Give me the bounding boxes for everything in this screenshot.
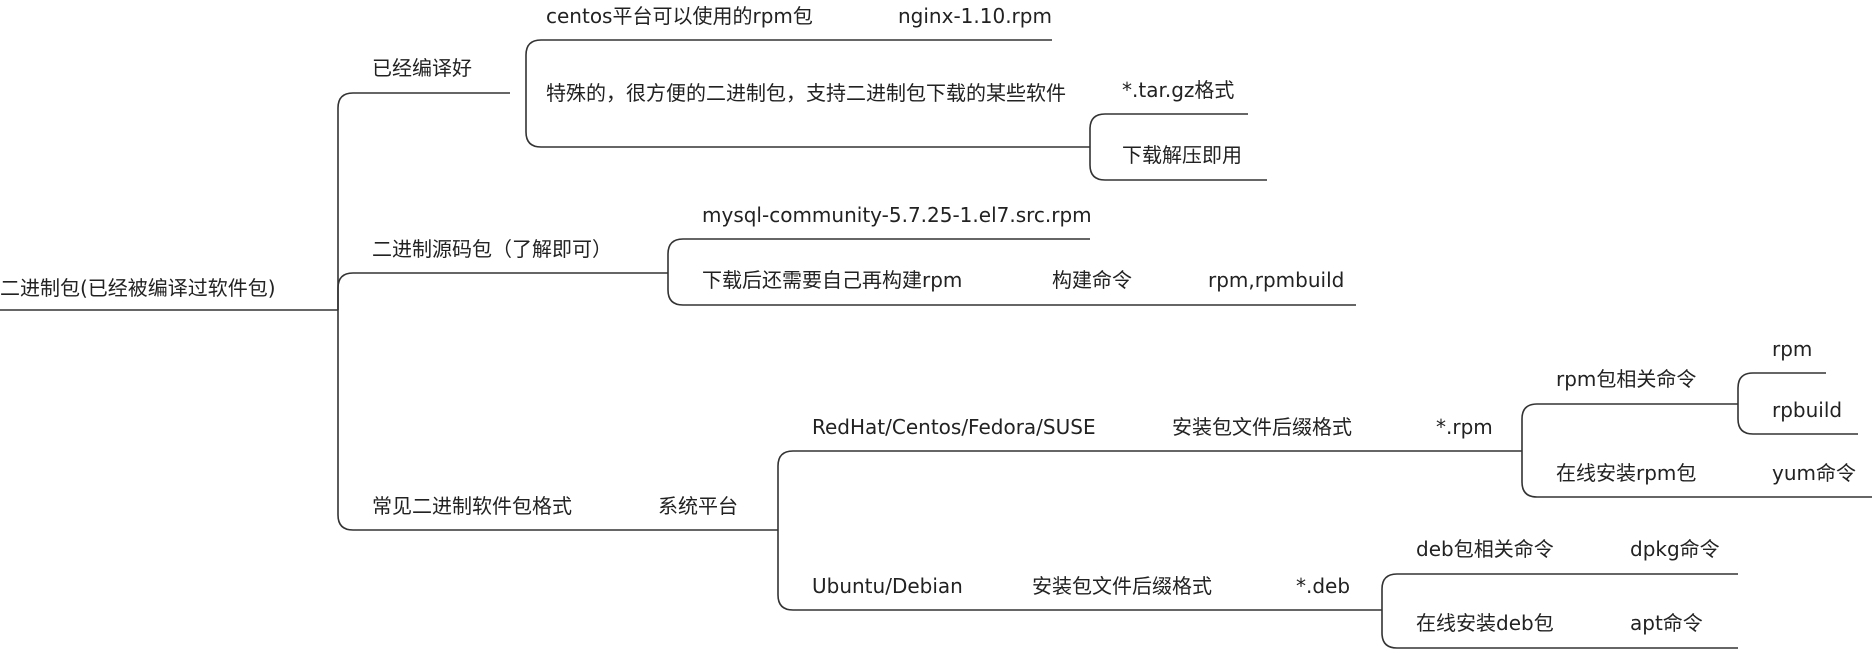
formats-bracket-2 xyxy=(777,530,1382,611)
compiled-bracket xyxy=(525,39,1052,93)
deb-ext-node[interactable]: *.deb xyxy=(1296,574,1351,598)
dpkg-leaf[interactable]: dpkg命令 xyxy=(1630,537,1720,561)
deb-bracket-1 xyxy=(1381,573,1738,610)
apt-leaf[interactable]: apt命令 xyxy=(1630,611,1703,635)
deb-bracket-2 xyxy=(1381,610,1738,649)
trunk-3 xyxy=(337,310,778,531)
special-bracket-1 xyxy=(1089,113,1248,147)
tar-gz-node[interactable]: *.tar.gz格式 xyxy=(1122,78,1235,102)
centos-rpm-node[interactable]: centos平台可以使用的rpm包 xyxy=(546,4,813,28)
compiled-node[interactable]: 已经编译好 xyxy=(372,56,472,80)
rpmcmd-bracket-1 xyxy=(1737,372,1826,404)
rpm-cmds-node[interactable]: rpm包相关命令 xyxy=(1556,367,1697,391)
ubuntu-node[interactable]: Ubuntu/Debian xyxy=(812,574,963,598)
rpm-bracket-2 xyxy=(1521,451,1872,498)
rh-suffix-node[interactable]: 安装包文件后缀格式 xyxy=(1172,415,1352,439)
build-cmd-node[interactable]: 构建命令 xyxy=(1052,268,1132,292)
compiled-bracket-2 xyxy=(525,93,1090,148)
rpm-online-node[interactable]: 在线安装rpm包 xyxy=(1556,461,1697,485)
build-tools-node[interactable]: rpm,rpmbuild xyxy=(1208,268,1345,292)
mysql-node[interactable]: mysql-community-5.7.25-1.el7.src.rpm xyxy=(702,203,1092,227)
rpm-ext-node[interactable]: *.rpm xyxy=(1436,415,1493,439)
trunk-2 xyxy=(337,272,668,310)
yum-leaf[interactable]: yum命令 xyxy=(1772,461,1856,485)
formats-bracket-1 xyxy=(777,450,1522,530)
rpm-bracket-1 xyxy=(1521,403,1738,451)
extract-node[interactable]: 下载解压即用 xyxy=(1122,143,1242,167)
rpmbuild-leaf[interactable]: rpbuild xyxy=(1772,398,1843,422)
source-node[interactable]: 二进制源码包（了解即可） xyxy=(372,237,612,261)
source-bracket-1 xyxy=(667,238,1090,273)
deb-suffix-node[interactable]: 安装包文件后缀格式 xyxy=(1032,574,1212,598)
formats-node[interactable]: 常见二进制软件包格式 xyxy=(372,494,572,518)
redhat-node[interactable]: RedHat/Centos/Fedora/SUSE xyxy=(812,415,1096,439)
source-bracket-2 xyxy=(667,273,1356,306)
rpmcmd-bracket-2 xyxy=(1737,404,1858,435)
root-node[interactable]: 二进制包(已经被编译过软件包) xyxy=(0,276,276,300)
special-node[interactable]: 特殊的，很方便的二进制包，支持二进制包下载的某些软件 xyxy=(546,81,1066,105)
nginx-node[interactable]: nginx-1.10.rpm xyxy=(898,4,1052,28)
special-bracket-2 xyxy=(1089,147,1267,181)
deb-cmds-node[interactable]: deb包相关命令 xyxy=(1416,537,1554,561)
rebuild-node[interactable]: 下载后还需要自己再构建rpm xyxy=(702,268,963,292)
rpm-leaf[interactable]: rpm xyxy=(1772,337,1813,361)
deb-online-node[interactable]: 在线安装deb包 xyxy=(1416,611,1554,635)
trunk-1 xyxy=(337,92,510,310)
platform-node[interactable]: 系统平台 xyxy=(658,494,738,518)
